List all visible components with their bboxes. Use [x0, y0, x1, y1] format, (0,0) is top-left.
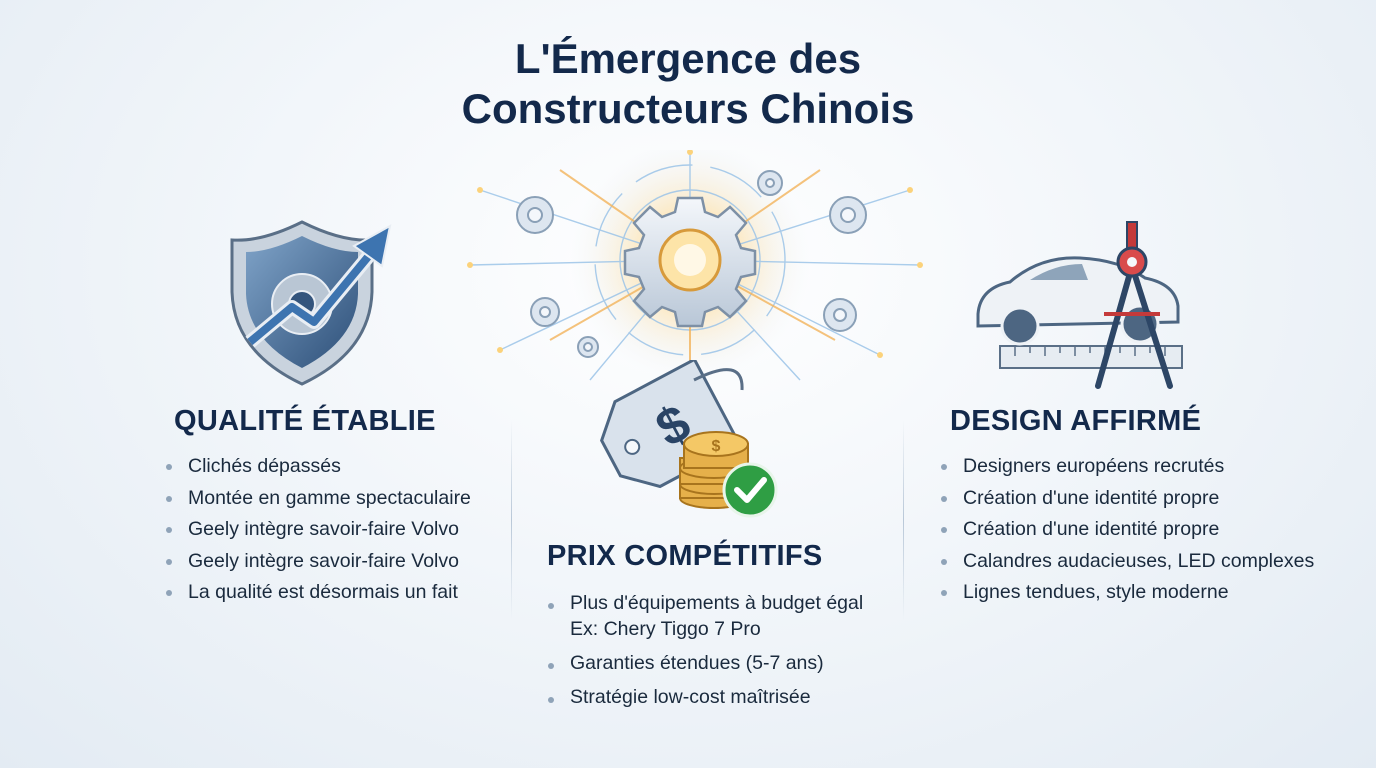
- quality-points-list: Clichés dépassés Montée en gamme spectac…: [164, 451, 471, 609]
- price-points-list: Plus d'équipements à budget égal Ex: Che…: [546, 590, 863, 718]
- list-item-line: Stratégie low-cost maîtrisée: [570, 686, 811, 708]
- list-item: Lignes tendues, style moderne: [939, 577, 1314, 609]
- car-compass-ruler-icon: [976, 221, 1183, 389]
- title-line-2: Constructeurs Chinois: [461, 85, 915, 132]
- list-item: Stratégie low-cost maîtrisée: [546, 684, 863, 710]
- list-item-line: Ex: Chery Tiggo 7 Pro: [570, 618, 761, 640]
- column-divider: [511, 420, 512, 620]
- design-points-list: Designers européens recrutés Création d'…: [939, 451, 1314, 609]
- list-item-line: Garanties étendues (5-7 ans): [570, 652, 824, 674]
- list-item: Calandres audacieuses, LED complexes: [939, 546, 1314, 578]
- column-divider: [903, 420, 904, 620]
- list-item: Designers européens recrutés: [939, 451, 1314, 483]
- list-item: La qualité est désormais un fait: [164, 577, 471, 609]
- price-tag-coins-check-icon: $ $: [600, 360, 778, 518]
- list-item: Montée en gamme spectaculaire: [164, 483, 471, 515]
- list-item: Clichés dépassés: [164, 451, 471, 483]
- gear-hub-icon: [467, 150, 923, 395]
- page-title: L'Émergence des Constructeurs Chinois: [0, 34, 1376, 134]
- design-heading: DESIGN AFFIRMÉ: [950, 405, 1202, 437]
- list-item-line: Plus d'équipements à budget égal: [570, 592, 864, 614]
- list-item: Garanties étendues (5-7 ans): [546, 650, 863, 676]
- list-item: Création d'une identité propre: [939, 514, 1314, 546]
- price-heading: PRIX COMPÉTITIFS: [547, 540, 823, 572]
- svg-text:$: $: [712, 438, 721, 455]
- list-item: Geely intègre savoir-faire Volvo: [164, 546, 471, 578]
- list-item: Plus d'équipements à budget égal Ex: Che…: [546, 590, 863, 642]
- shield-gear-arrow-icon: [230, 220, 392, 386]
- title-line-1: L'Émergence des: [514, 35, 862, 82]
- quality-heading: QUALITÉ ÉTABLIE: [174, 405, 436, 437]
- list-item: Geely intègre savoir-faire Volvo: [164, 514, 471, 546]
- list-item: Création d'une identité propre: [939, 483, 1314, 515]
